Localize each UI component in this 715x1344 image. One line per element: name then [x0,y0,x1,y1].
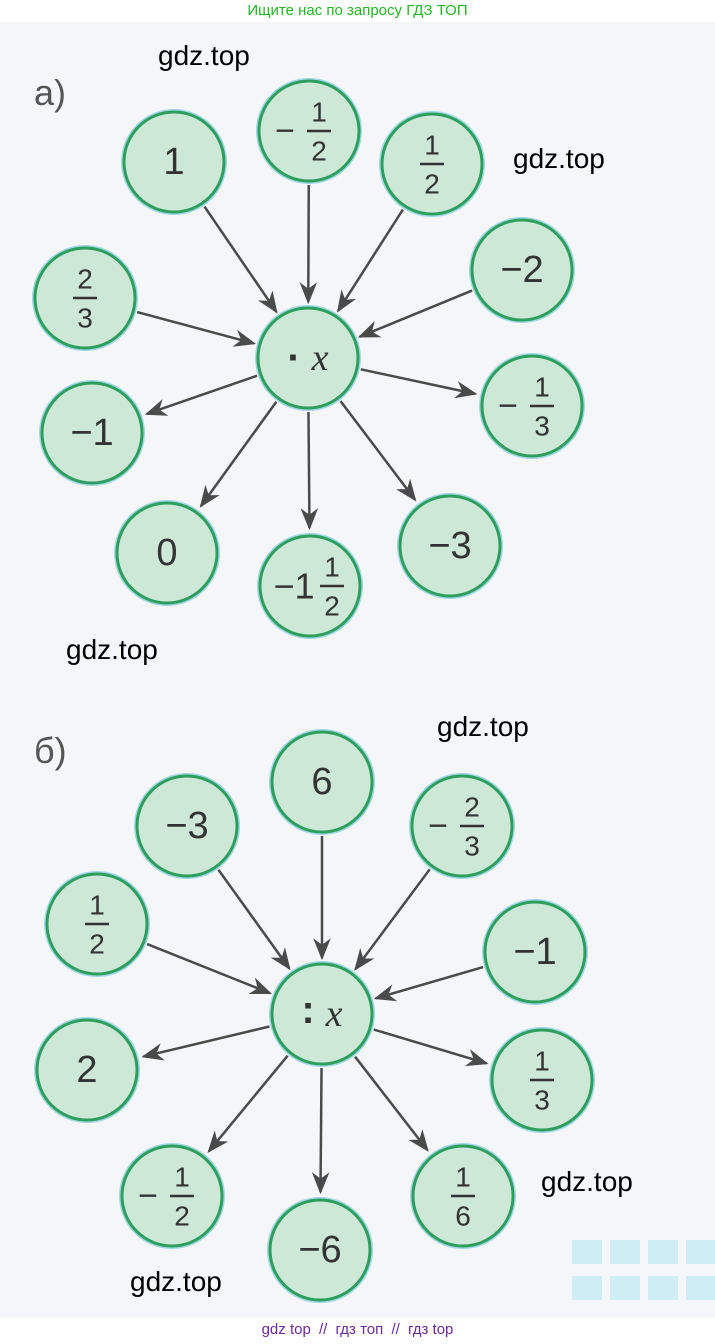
diagram-b-input-3-denominator: 2 [89,929,105,960]
diagram-b-arrow-out-4 [373,1028,489,1067]
diagram-a-output-3-value: −3 [428,525,471,567]
diagram-a-center-variable: x [311,337,329,379]
diagram-a-output-2-denominator: 2 [324,591,340,622]
watermark-text: gdz.top [66,634,158,665]
diagram-a-input-circle-0 [122,110,226,214]
diagram-b-output-0-value: 2 [76,1049,97,1091]
diagram-b-output-1-denominator: 2 [174,1201,190,1232]
diagram-b-arrow-in-1 [217,869,291,971]
footer-link[interactable]: gdz top [261,1321,311,1338]
diagram-a-center-operator: · [287,336,300,380]
diagram-a-arrow-in-1 [299,184,318,305]
watermark-text: gdz.top [130,1266,222,1297]
diagram-a-output-circle-2 [258,534,362,638]
diagram-b-arrow-out-3 [354,1055,429,1152]
diagram-b-arrow-out-2 [311,1067,330,1195]
watermark-text: gdz.top [437,711,529,742]
footer-link[interactable]: гдз топ [335,1321,384,1338]
diagram-a-input-1-denominator: 2 [311,136,327,167]
diagram-a-output-4-numerator: 1 [534,372,550,403]
diagram-b-output-4-denominator: 3 [534,1085,550,1116]
decorative-square [610,1240,640,1264]
diagram-b-input-circle-4 [483,900,587,1004]
diagram-a-input-circle-3 [470,218,574,322]
diagram-b-input-3-numerator: 1 [89,890,105,921]
diagram-a-output-circle-3 [398,494,502,598]
diagram-a-input-1-sign: − [275,112,295,150]
diagram-b-output-circle-0 [35,1018,139,1122]
decorative-square [572,1276,602,1300]
decorative-square [686,1276,715,1300]
diagram-a-input-4-denominator: 3 [77,303,93,334]
diagram-a-arrow-in-3 [357,289,473,338]
decorative-square [648,1240,678,1264]
diagram-a-input-4-numerator: 2 [77,264,93,295]
diagram-a-output-4-denominator: 3 [534,411,550,442]
diagram-b-arrow-out-1 [207,1054,289,1153]
diagram-b-output-1-sign: − [138,1177,158,1215]
diagram-a-arrow-in-0 [203,205,278,314]
diagram-b-output-4-numerator: 1 [534,1046,550,1077]
diagram-a-center-circle [256,306,360,410]
diagram-b-input-circle-1 [135,774,239,878]
diagram-a-arrow-out-3 [339,400,417,502]
diagram-a-input-2-denominator: 2 [424,169,440,200]
diagram-a-arrow-in-4 [136,310,257,347]
diagram-b-input-1-value: −3 [165,805,208,847]
decorative-square [686,1240,715,1264]
section-label-a: а) [34,72,67,113]
diagram-a-arrow-out-1 [199,401,278,508]
watermark-text: gdz.top [541,1166,633,1197]
footer-link[interactable]: гдз top [407,1321,454,1338]
diagram-a-output-0-value: −1 [70,412,113,454]
footer-separator: // [391,1321,400,1338]
diagram-b-input-2-sign: − [428,807,448,845]
diagram-b-arrow-in-3 [146,942,273,995]
diagram-a-input-1-numerator: 1 [311,97,327,128]
diagram-b-arrow-in-2 [354,868,431,971]
diagram-a-output-circle-1 [115,501,219,605]
diagram-a-arrow-out-2 [300,411,319,531]
diagram-a-input-0-value: 1 [163,141,184,183]
diagram-b-input-2-numerator: 2 [464,792,480,823]
diagram-b-center-variable: x [325,993,343,1035]
watermark-text: gdz.top [158,40,250,71]
section-label-b: б) [34,730,67,771]
diagram-b-input-0-value: 6 [311,761,332,803]
decorative-square [648,1276,678,1300]
diagram-b-output-3-denominator: 6 [455,1201,471,1232]
diagram-a-arrow-out-0 [144,374,258,416]
diagram-a-arrow-in-2 [336,208,404,313]
footer-separator: // [318,1321,328,1338]
diagram-b-input-circle-0 [270,730,374,834]
diagram-b-input-4-value: −1 [513,931,556,973]
diagram-a-input-2-numerator: 1 [424,130,440,161]
decorative-square [610,1276,640,1300]
diagram-b-center-circle [270,962,374,1066]
diagram-b-output-2-value: −6 [298,1229,341,1271]
diagram-b-output-circle-2 [268,1198,372,1302]
diagram-b-output-3-numerator: 1 [455,1162,471,1193]
diagram-a-output-2-whole: −1 [273,566,314,607]
diagram-a-output-4-sign: − [498,387,518,425]
diagram-b-arrow-in-4 [373,965,484,1002]
diagram-a-output-1-value: 0 [156,532,177,574]
diagram-a-input-3-value: −2 [500,249,543,291]
diagram-b-arrow-out-0 [141,1025,270,1061]
footer: gdz top // гдз топ // гдз top [0,1318,715,1344]
diagram-b-input-2-denominator: 3 [464,831,480,862]
diagram-b-output-1-numerator: 1 [174,1162,190,1193]
decorative-square [572,1240,602,1264]
diagram-a-output-2-numerator: 1 [324,552,340,583]
diagram-a-arrow-out-4 [360,368,478,399]
diagram-b-center-operator: : [301,988,314,1032]
watermark-text: gdz.top [513,143,605,174]
top-banner[interactable]: Ищите нас по запросу ГДЗ ТОП [0,0,715,22]
diagram-a-output-circle-0 [40,381,144,485]
